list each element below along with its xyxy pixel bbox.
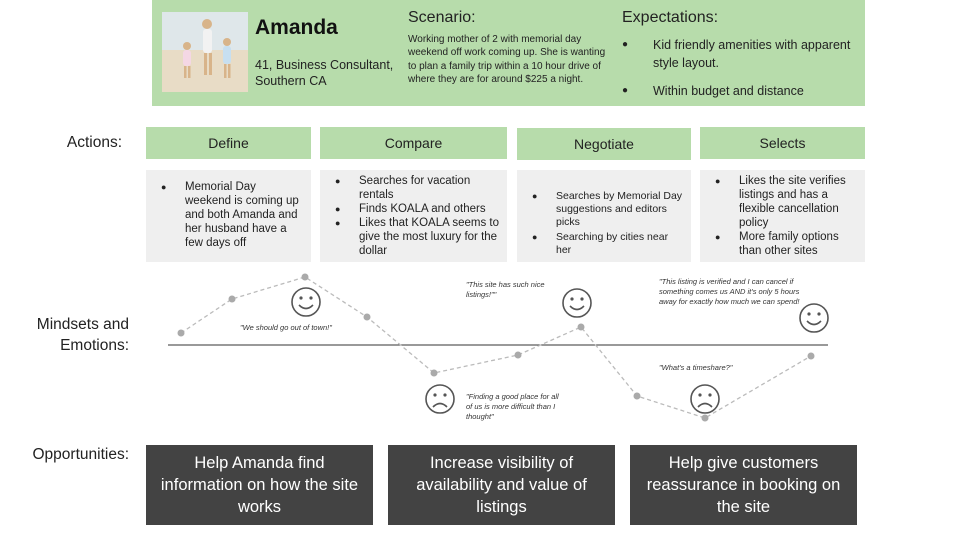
opportunity-text: Increase visibility of availability and …	[416, 454, 587, 516]
opportunity-text: Help give customers reassurance in booki…	[646, 454, 841, 516]
actions-label: Actions:	[66, 134, 122, 151]
emotion-point	[177, 329, 185, 337]
family-beach-photo	[162, 12, 248, 92]
emotion-quote: "Finding a good place for all of us is m…	[466, 392, 559, 421]
stage-item: Memorial Day weekend is coming up and bo…	[161, 180, 303, 250]
expectation-item: Within budget and distance	[622, 82, 852, 100]
emotion-point	[363, 313, 371, 321]
persona-description: 41, Business Consultant, Southern CA	[255, 58, 394, 88]
scenario-title: Scenario:	[408, 9, 476, 26]
opportunities-label: Opportunities:	[32, 446, 130, 463]
expectation-item: Kid friendly amenities with apparent sty…	[622, 36, 852, 72]
emotion-curve-line	[180, 276, 812, 419]
opportunity-text: Help Amanda find information on how the …	[160, 454, 359, 516]
stage-item: More family options than other sites	[715, 230, 857, 258]
happy-face-icon	[562, 288, 592, 318]
stage-box-selects: Likes the site verifies listings and has…	[700, 170, 865, 262]
opportunity-box: Help Amanda find information on how the …	[146, 445, 373, 525]
stage-header-compare: Compare	[320, 127, 507, 159]
opportunity-box: Help give customers reassurance in booki…	[630, 445, 857, 525]
emotion-point	[301, 273, 309, 281]
sad-face-icon	[425, 384, 455, 414]
emotion-quote: "This site has such nice listings!""	[466, 280, 545, 299]
emotion-point	[514, 351, 522, 359]
sad-face-icon	[690, 384, 720, 414]
emotion-point	[807, 352, 815, 360]
emotion-point	[633, 392, 641, 400]
expectations-title: Expectations:	[622, 9, 719, 26]
stage-item: Likes that KOALA seems to give the most …	[335, 216, 499, 258]
emotion-point	[430, 369, 438, 377]
emotion-point	[228, 295, 236, 303]
persona-name: Amanda	[255, 16, 338, 39]
stage-item: Searches by Memorial Day suggestions and…	[532, 190, 683, 229]
emotion-point	[577, 323, 585, 331]
stage-item: Searching by cities near her	[532, 231, 683, 257]
happy-face-icon	[799, 303, 829, 333]
opportunity-box: Increase visibility of availability and …	[388, 445, 615, 525]
stage-header-selects: Selects	[700, 127, 865, 159]
stage-header-negotiate: Negotiate	[517, 128, 691, 160]
scenario-text: Working mother of 2 with memorial day we…	[408, 34, 606, 85]
stage-item: Searches for vacation rentals	[335, 174, 499, 202]
expectations-list: Kid friendly amenities with apparent sty…	[622, 36, 852, 100]
persona-photo	[162, 12, 248, 92]
persona-panel: Amanda 41, Business Consultant, Southern…	[152, 0, 865, 106]
stage-box-negotiate: Searches by Memorial Day suggestions and…	[517, 170, 691, 262]
stage-item: Likes the site verifies listings and has…	[715, 174, 857, 230]
mindsets-label-line1: Mindsets and	[36, 316, 129, 333]
mindsets-label-line2: Emotions:	[60, 337, 129, 354]
emotion-point	[701, 414, 709, 422]
emotion-quote: "We should go out of town!"	[240, 323, 332, 332]
stage-box-define: Memorial Day weekend is coming up and bo…	[146, 170, 311, 262]
stage-box-compare: Searches for vacation rentals Finds KOAL…	[320, 170, 507, 262]
stage-item: Finds KOALA and others	[335, 202, 499, 216]
happy-face-icon	[291, 287, 321, 317]
stage-header-define: Define	[146, 127, 311, 159]
emotion-quote: "This listing is verified and I can canc…	[659, 277, 800, 306]
emotion-quote: "What's a timeshare?"	[659, 363, 733, 372]
